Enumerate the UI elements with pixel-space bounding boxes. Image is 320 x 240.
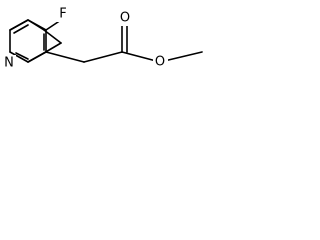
ring-inner-double-bond-2	[13, 24, 29, 34]
ester-oxygen-label: O	[155, 55, 165, 70]
carbonyl-oxygen-label: O	[120, 11, 130, 26]
bond-ch2-carbonyl	[83, 51, 123, 63]
chemical-structure-diagram: F N O O	[2, 7, 203, 71]
fluorine-label: F	[59, 7, 66, 22]
hex-bond-top-left	[9, 19, 29, 31]
ring-bond-n1-c2	[9, 51, 29, 63]
ring-bond-c2-c3	[43, 42, 62, 54]
ring-inner-double-bond-3	[15, 52, 29, 60]
ring-bond-c3-c4	[43, 29, 62, 44]
hex-bond-bottom-right	[27, 51, 47, 63]
atom-carbonyl-oxygen: O	[117, 10, 132, 26]
atom-ester-oxygen: O	[153, 54, 168, 70]
atom-pyridine-nitrogen: N	[2, 55, 16, 71]
hex-bond-top-right	[27, 19, 47, 31]
atom-fluorine: F	[56, 7, 69, 22]
bond-ring-ch2	[45, 51, 85, 63]
nitrogen-label: N	[4, 56, 14, 71]
pyridine-ring-hexagon	[9, 19, 47, 63]
